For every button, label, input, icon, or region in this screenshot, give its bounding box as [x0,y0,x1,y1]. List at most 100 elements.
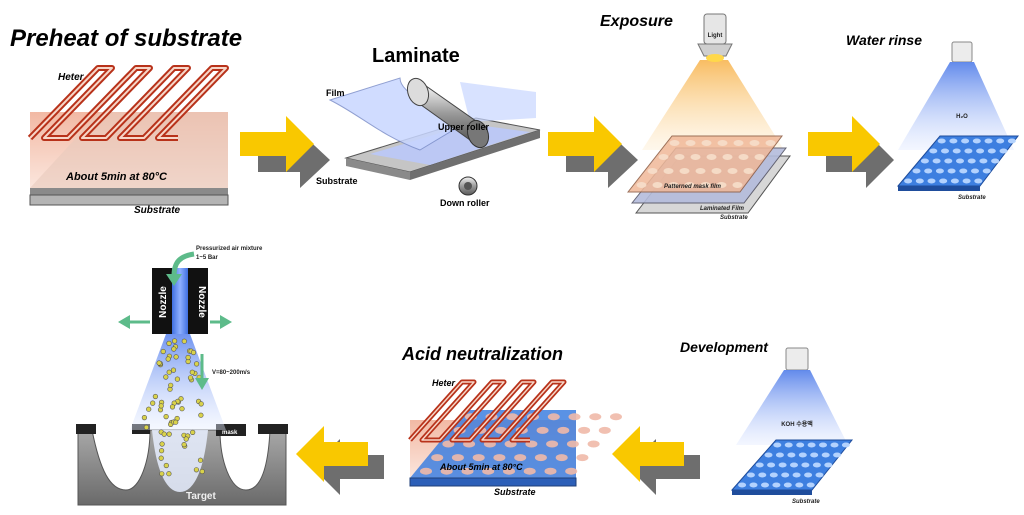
step-development: Development KOH 수용액 Substrate [680,339,854,505]
blast-particle [190,429,196,436]
step-blast: Nozzle Nozzle Pressurized air mixture 1~… [76,246,288,506]
process-arrow-2 [548,116,638,188]
plate-dot [812,462,821,468]
plate-dot [807,442,816,448]
plate-dot [668,182,679,188]
plate-dot [647,168,658,174]
plate-dot [976,148,985,154]
plate-dot [749,140,760,146]
air-inlet-arrow [166,251,195,286]
blast-particle [189,369,195,375]
plate-dot [787,452,796,458]
plate-dot [755,462,764,468]
substrate-edge [30,188,228,196]
process-arrow-3 [808,116,894,188]
laminate-substrate-label: Substrate [316,176,358,186]
step-water-rinse: Water rinse H₂O Substrate [846,32,1020,201]
plate-dot [824,462,833,468]
plate-dot [830,442,839,448]
plate-dot [999,148,1008,154]
light-beam [642,60,784,150]
film-label: Film [326,88,345,98]
blast-particle [169,404,176,410]
dev-chem-label: KOH 수용액 [781,420,813,428]
blast-particle [174,376,180,382]
blast-particle [183,436,189,442]
preheat-heater-label: Heter [58,72,85,83]
plate-dot [568,413,581,421]
plate-dot [979,158,988,164]
plate-dot [576,454,589,462]
plate-dot [1007,138,1016,144]
blast-particle [161,431,167,437]
plate-dot [962,178,971,184]
preheat-title: Preheat of substrate [10,25,242,52]
blast-particle [163,414,169,420]
acid-substrate-label: Substrate [494,487,536,497]
blast-particle [181,338,187,344]
plate-dot [841,442,850,448]
plate-dot [523,467,536,475]
plate-dot [743,168,754,174]
plate-dot [773,442,782,448]
blast-particle [187,375,194,381]
plate-dot [833,452,842,458]
nozzle: Nozzle Nozzle [152,268,208,334]
side-arrow-left [118,315,150,329]
acid-substrate [409,477,577,487]
step-exposure: Exposure Light Patterned mask film Lamin… [600,13,791,221]
blast-particle [170,367,177,373]
plate-dot [952,148,961,154]
blast-particle [159,448,165,454]
blast-particle [198,401,204,407]
plate-dot [679,168,690,174]
plate-dot [472,454,485,462]
plate-dot [772,482,781,488]
step-acid: Acid neutralization Heter About 5min at … [401,344,622,497]
plate-dot [695,168,706,174]
blast-particle [166,369,172,375]
target-label: Target [186,491,216,502]
blast-particle [159,471,165,477]
blast-particle [190,349,197,356]
plate-dot [821,452,830,458]
plate-dot [746,472,755,478]
rinse-spray [898,62,1014,150]
plate-dot [932,158,941,164]
plate-dot [451,454,464,462]
plate-dot [912,168,921,174]
blast-particle [150,400,156,406]
plate-dot [674,154,685,160]
plate-dot [795,482,804,488]
blast-particle [163,462,169,469]
plate-dot [440,467,453,475]
plate-dot [578,426,591,434]
plate-dot [749,482,758,488]
plate-dot [758,472,767,478]
dev-spray [736,370,848,445]
upper-roller-label: Upper roller [438,122,490,132]
dev-dots [738,442,850,488]
light-label: Light [708,33,723,39]
process-arrow-4 [612,426,700,495]
plate-dot [801,462,810,468]
rinse-substrate-label: Substrate [958,195,986,201]
blast-particle [193,467,199,473]
blast-particles [141,338,205,477]
plate-dot [514,454,527,462]
plate-dot [971,168,979,174]
mask-left [76,424,96,434]
blast-particle [199,468,205,475]
plate-dot [984,138,993,144]
dev-sprayer [785,347,809,371]
plate-dot [935,168,944,174]
plate-dot [587,440,600,448]
plate-dot [941,148,949,154]
exposure-title: Exposure [600,13,673,30]
side-arrow-right [210,315,232,329]
blast-particle [146,406,152,412]
air-label-line2: 1~5 Bar [196,255,219,261]
plate-dot [700,182,711,188]
nozzle-left-label: Nozzle [158,286,169,318]
